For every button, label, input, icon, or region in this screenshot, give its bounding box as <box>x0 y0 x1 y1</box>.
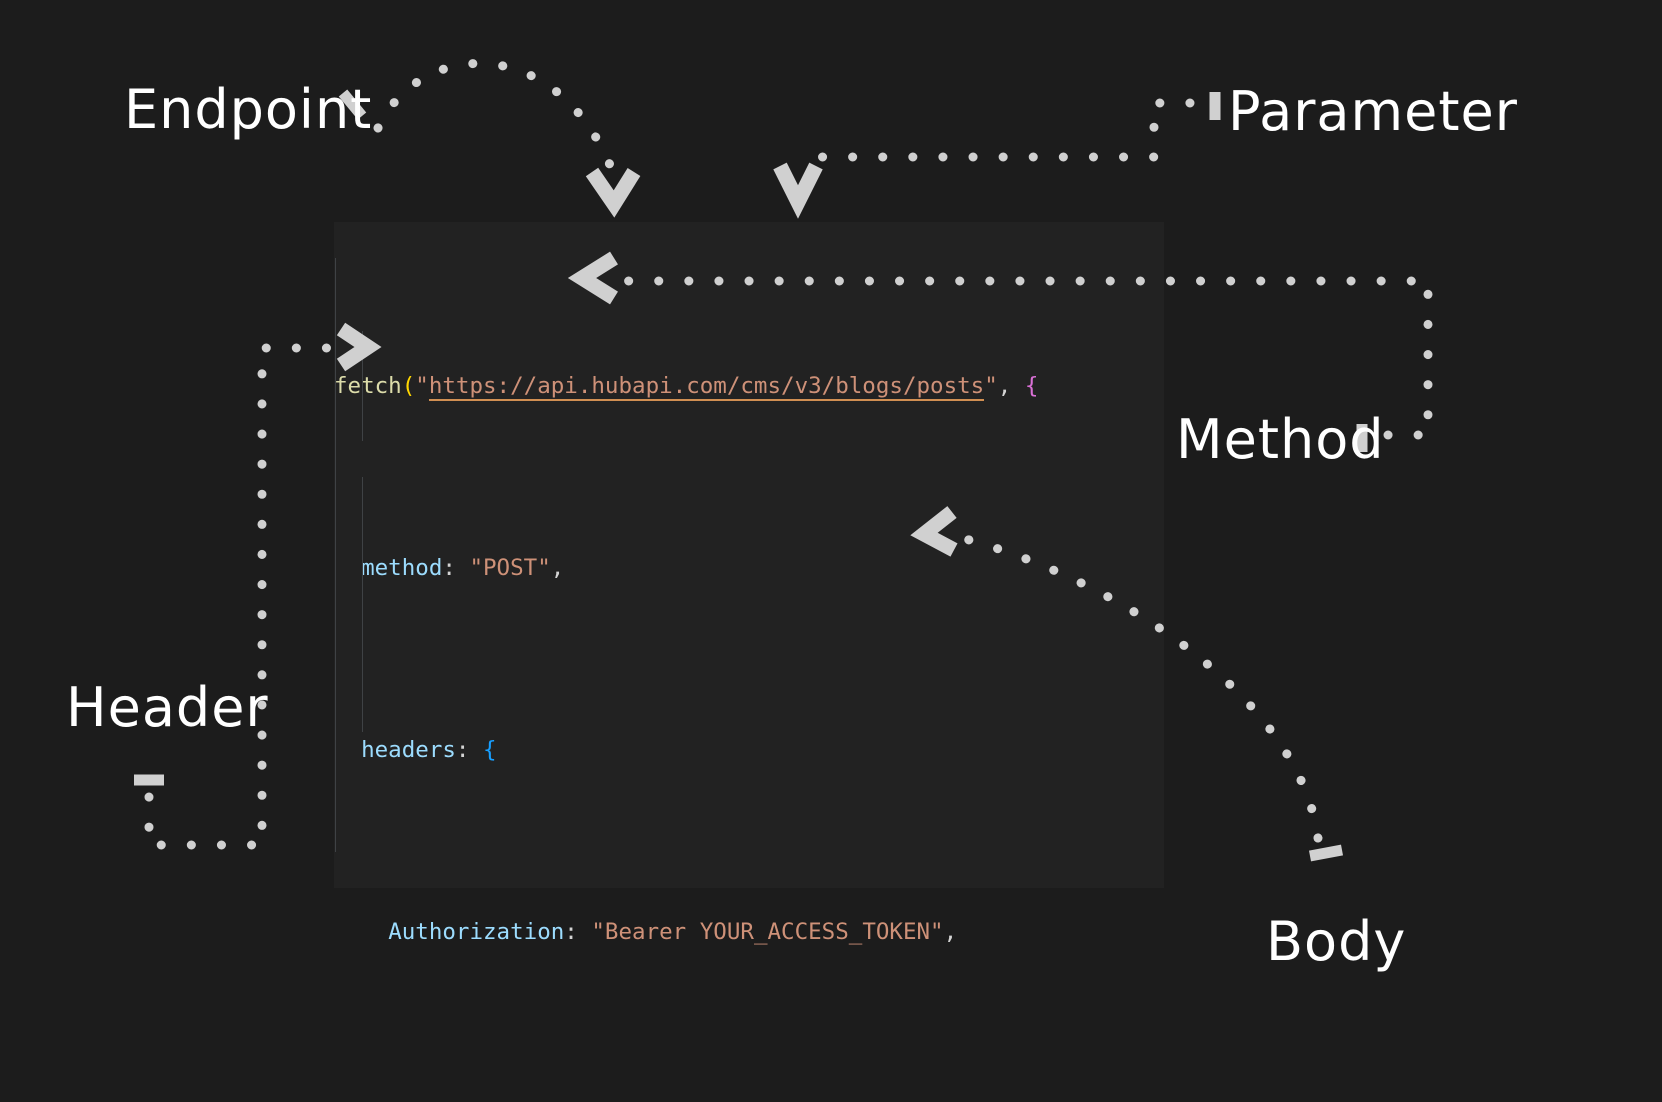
parameter-dotted-path <box>795 98 1195 162</box>
header-dotted-path <box>144 343 345 850</box>
code-block: fetch("https://api.hubapi.com/cms/v3/blo… <box>334 222 1164 1102</box>
code-lines: fetch("https://api.hubapi.com/cms/v3/blo… <box>334 222 1133 1102</box>
code-line-fetch: fetch("https://api.hubapi.com/cms/v3/blo… <box>334 372 1039 401</box>
body-tick <box>1308 844 1344 862</box>
endpoint-arrowhead <box>585 167 641 218</box>
indent-guide-3 <box>362 477 363 732</box>
label-parameter: Parameter <box>1228 80 1518 143</box>
indent-guide-1 <box>335 258 336 852</box>
label-header: Header <box>66 676 269 739</box>
label-body: Body <box>1266 910 1407 973</box>
parameter-arrowhead <box>773 162 823 219</box>
indent-guide-2 <box>362 331 363 441</box>
endpoint-dotted-path <box>373 58 619 180</box>
code-line-authorization: Authorization: "Bearer YOUR_ACCESS_TOKEN… <box>388 918 958 945</box>
code-line-method: method: "POST", <box>361 554 565 581</box>
code-line-headers: headers: { <box>361 736 497 763</box>
label-method: Method <box>1176 408 1385 471</box>
label-endpoint: Endpoint <box>124 78 373 141</box>
code-line-content-type: "Content-Type": "application/json", <box>334 1096 1133 1102</box>
